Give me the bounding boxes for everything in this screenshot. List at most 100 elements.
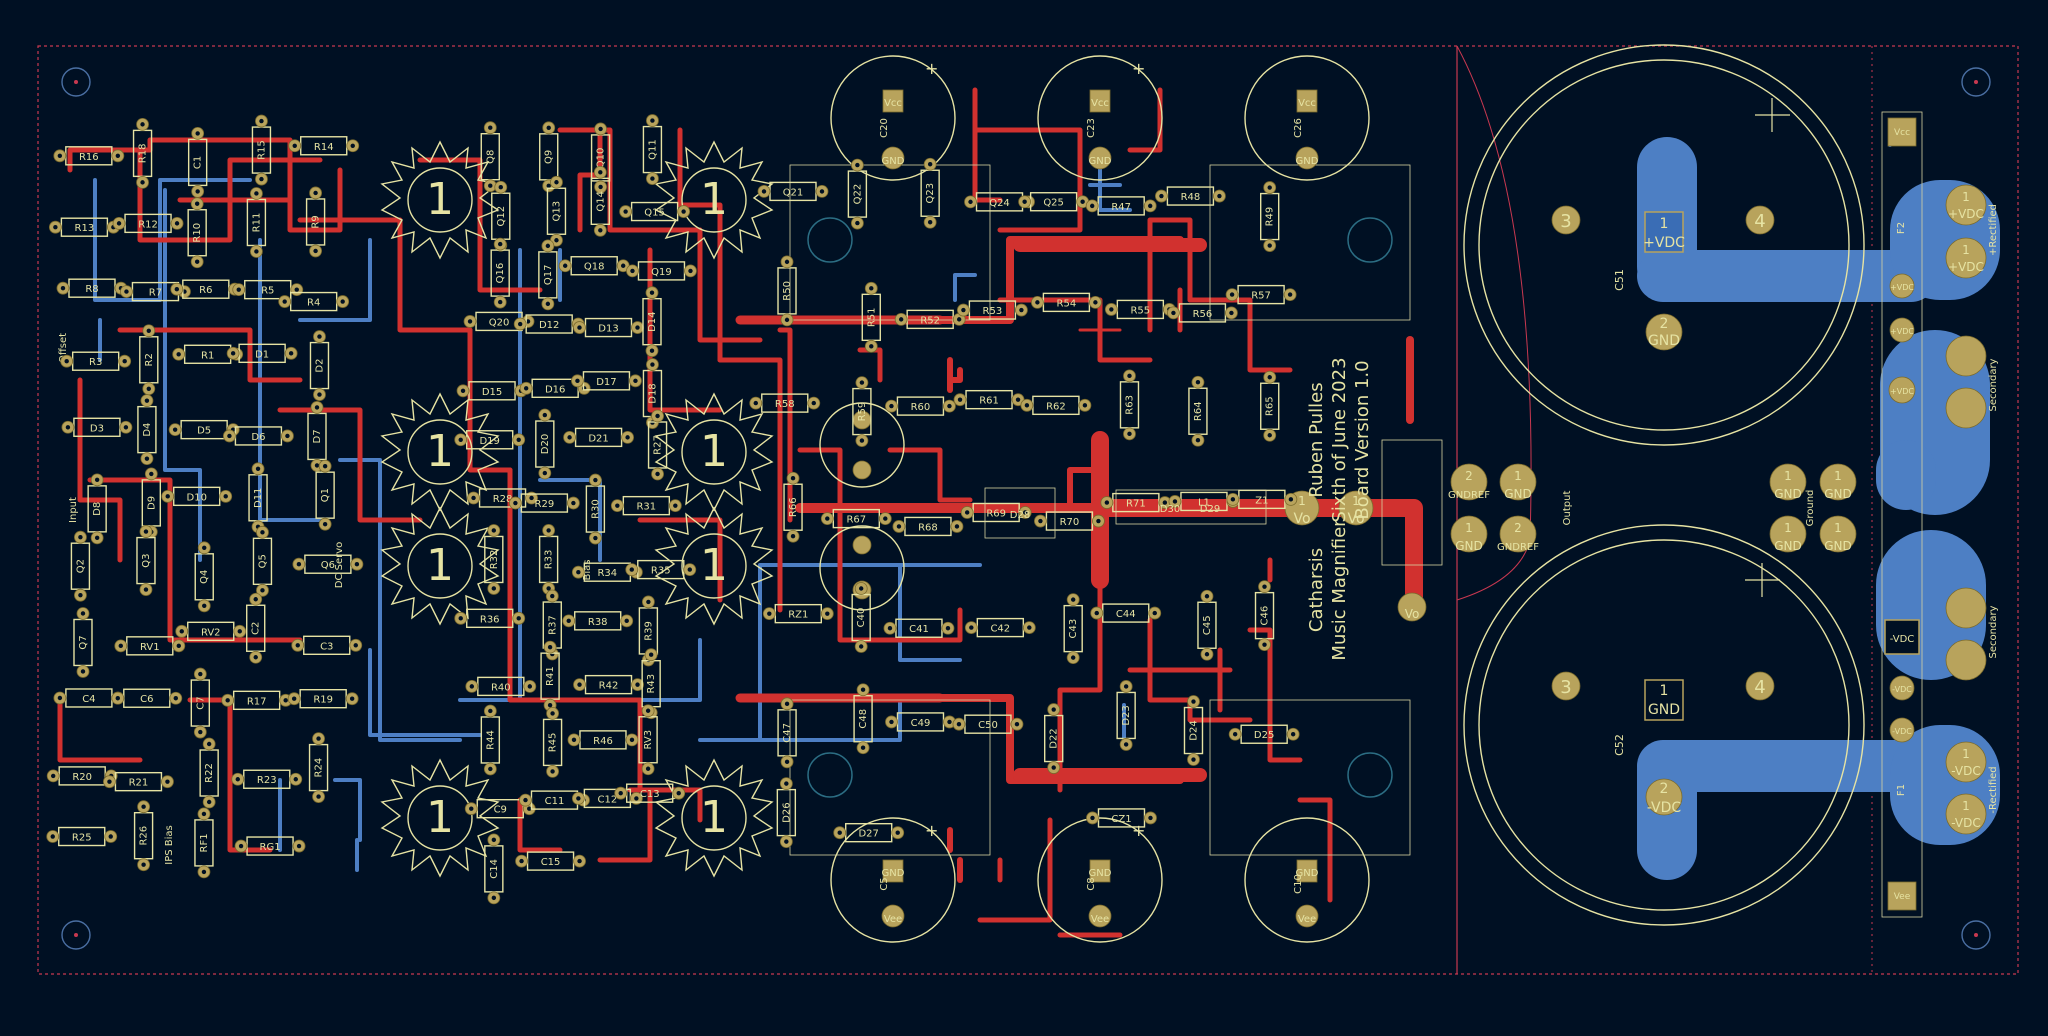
refdes-c44: C44 [1116, 609, 1136, 620]
gnd-pad-block: GNDREF 2 GND 1 GND 1 GNDREF 2 [1448, 463, 1539, 553]
component-c2: C2 [246, 592, 266, 664]
component-q17: Q17 [538, 239, 558, 311]
refdes-q23: Q23 [925, 183, 936, 204]
refdes-r28: R28 [493, 494, 513, 505]
component-r67: R67 [820, 508, 892, 529]
rail-pad-vee: Vee [1894, 892, 1911, 902]
refdes-c50: C50 [978, 720, 998, 731]
refdes-d17: D17 [596, 377, 616, 388]
psu-input-pads: 1 +VDC 1 +VDC 1 -VDC 1 -VDC [1945, 184, 1987, 835]
component-r54: R54 [1030, 292, 1102, 313]
cap-c20-ref: C20 [879, 118, 890, 138]
component-c7: C7 [190, 667, 211, 739]
component-r51: R51 [861, 281, 881, 353]
svg-text:1: 1 [1514, 469, 1522, 483]
rect-pos-pad-1: +VDC [1948, 207, 1984, 221]
component-d26: D26 [776, 777, 797, 849]
component-r55: R55 [1104, 299, 1176, 320]
component-rv1: RV1 [114, 636, 186, 656]
component-d27: D27 [833, 822, 905, 843]
component-r16: R16 [53, 146, 125, 166]
refdes-c7: C7 [195, 696, 206, 709]
component-r33: R33 [538, 524, 559, 595]
refdes-d9: D9 [146, 496, 157, 510]
component-c15: C15 [515, 851, 586, 871]
heatsink-mark-8: 1 [700, 792, 728, 843]
heatsink-mark-5: 1 [426, 540, 454, 591]
heatsink-mark-3: 1 [426, 426, 454, 477]
component-r49: R49 [1260, 181, 1280, 252]
component-r41: R41 [540, 640, 560, 712]
component-q16: Q16 [490, 237, 510, 309]
refdes-r27: R27 [653, 435, 664, 455]
cap-c8-p2: Vee [1091, 914, 1109, 925]
component-r19: R19 [287, 688, 359, 709]
c51-pad2-label: GND [1648, 333, 1680, 349]
refdes-r12: R12 [138, 219, 158, 230]
refdes-r71: R71 [1126, 499, 1146, 510]
component-d11: D11 [248, 462, 268, 534]
gnd-pad-c: GND [1455, 539, 1483, 553]
ground-pad-block: GND 1 GND 1 GND 1 GND 1 [1769, 463, 1857, 553]
component-r69: R69 [960, 502, 1032, 523]
refdes-rg1: RG1 [260, 842, 281, 853]
refdes-r52: R52 [920, 315, 940, 326]
component-q4: Q4 [194, 541, 214, 613]
component-r4: R4 [278, 291, 350, 312]
refdes-d7: D7 [312, 429, 323, 443]
refdes-r30: R30 [590, 499, 601, 519]
refdes-r63: R63 [1124, 395, 1135, 415]
refdes-r22: R22 [204, 763, 215, 783]
refdes-r64: R64 [1193, 401, 1204, 421]
component-c47: C47 [777, 697, 797, 769]
refdes-c4: C4 [82, 694, 95, 705]
component-r29: R29 [508, 493, 580, 513]
label-ground: Ground [1805, 490, 1816, 527]
component-r23: R23 [231, 769, 303, 789]
refdes-r70: R70 [1060, 517, 1080, 528]
cap-c10-p1: GND [1296, 868, 1319, 879]
refdes-q18: Q18 [584, 262, 605, 273]
svg-text:1: 1 [1962, 243, 1970, 257]
big-cap-bottom-pin3: 3 [1560, 677, 1571, 698]
refdes-r18: R18 [138, 144, 149, 164]
component-d6: D6 [223, 426, 294, 446]
refdes-r67: R67 [846, 515, 866, 526]
refdes-r35: R35 [651, 566, 671, 577]
refdes-r31: R31 [636, 502, 656, 513]
rect-neg-pad-2: -VDC [1951, 816, 1980, 830]
refdes-d14: D14 [647, 311, 658, 331]
refdes-r16: R16 [79, 152, 99, 163]
component-q6: Q6 [292, 554, 364, 574]
component-r22: R22 [199, 737, 219, 809]
cap-c26-p2: GND [1296, 156, 1319, 167]
component-d20: D20 [535, 408, 555, 480]
component-r44: R44 [480, 704, 501, 776]
c52-ref: C52 [1613, 734, 1626, 756]
big-cap-top-pin3: 3 [1560, 211, 1571, 232]
refdes-r45: R45 [548, 733, 559, 753]
refdes-c14: C14 [489, 859, 500, 879]
component-r15: R15 [251, 114, 272, 186]
refdes-l1: L1 [1198, 497, 1210, 508]
cap-c10-ref: C10 [1293, 874, 1304, 894]
c51-pad1-label: +VDC [1643, 235, 1685, 251]
component-q5: Q5 [252, 525, 273, 597]
refdes-d23: D23 [1121, 705, 1132, 725]
reservoir-capacitors: 3 4 3 4 +VDC 1 2 GND C51 1 GND 2 -VDC C5… [1463, 44, 1865, 926]
refdes-q13: Q13 [551, 201, 562, 222]
refdes-d12: D12 [539, 320, 559, 331]
component-rv3: RV3 [638, 704, 658, 776]
component-c6: C6 [111, 688, 183, 708]
cap-c23-p2: GND [1089, 156, 1112, 167]
credit-date: Sixth of June 2023 [1329, 357, 1350, 522]
component-r9: R9 [305, 186, 326, 258]
component-r21: R21 [103, 771, 174, 792]
component-q2: Q2 [70, 530, 91, 602]
big-cap-top-pin4: 4 [1754, 211, 1765, 232]
refdes-rz1: RZ1 [788, 610, 808, 621]
svg-text:1: 1 [1834, 469, 1842, 483]
refdes-r50: R50 [782, 281, 793, 301]
refdes-r49: R49 [1265, 207, 1276, 227]
gnd-pad-d: GNDREF [1497, 542, 1539, 553]
